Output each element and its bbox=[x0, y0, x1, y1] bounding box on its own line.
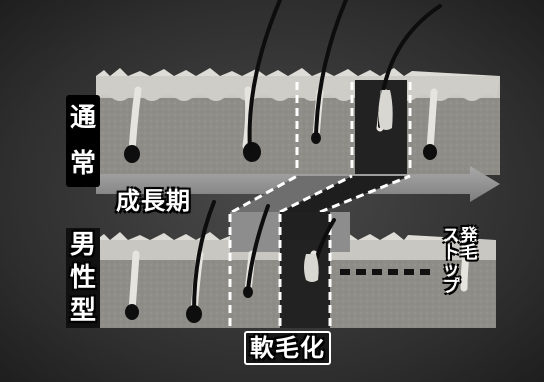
male-pattern-label-char: 男 bbox=[69, 229, 96, 260]
stop-label-char: 毛 bbox=[460, 243, 478, 263]
stop-label-column: ス ト ッ プ bbox=[442, 228, 460, 296]
stop-label-char: ト bbox=[442, 243, 460, 263]
stop-label-char: プ bbox=[442, 277, 460, 297]
stop-label-char: ス bbox=[442, 226, 460, 246]
phase-connector bbox=[231, 174, 411, 214]
male-pattern-label: 男 性 型 bbox=[66, 228, 100, 328]
normal-label-char: 常 bbox=[69, 149, 96, 179]
stop-label-char: 発 bbox=[460, 226, 478, 246]
vellus-conversion-label: 軟毛化 bbox=[244, 331, 331, 365]
normal-scalp-section bbox=[96, 0, 500, 175]
normal-label: 通 常 bbox=[66, 95, 100, 187]
male-pattern-label-char: 性 bbox=[69, 262, 96, 293]
normal-label-char: 通 bbox=[69, 103, 96, 133]
male-pattern-label-char: 型 bbox=[69, 296, 96, 327]
stop-label-column: 発 毛 bbox=[460, 228, 478, 262]
growth-phase-label: 成長期 bbox=[116, 187, 191, 215]
male-scalp-section bbox=[96, 200, 496, 328]
stop-label-char: ッ bbox=[442, 260, 460, 280]
